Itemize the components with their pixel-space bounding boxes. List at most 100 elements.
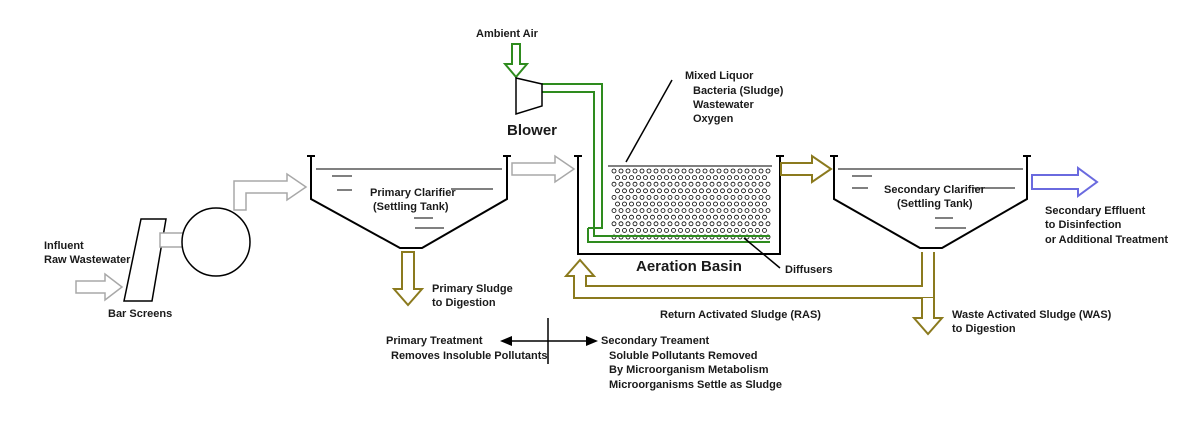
air-bubble	[734, 227, 739, 233]
air-bubble	[653, 194, 659, 200]
air-bubble	[632, 181, 638, 187]
secondary-effluent-label: Secondary Effluent	[1045, 205, 1146, 217]
air-bubble	[660, 221, 666, 227]
air-bubble	[618, 181, 624, 187]
air-bubble	[625, 221, 631, 227]
air-bubble	[706, 201, 711, 207]
ras-label: Return Activated Sludge (RAS)	[660, 309, 821, 321]
air-bubble	[720, 227, 725, 233]
air-bubble	[650, 227, 655, 233]
air-bubble	[730, 208, 736, 214]
air-bubble	[674, 221, 680, 227]
air-bubble	[723, 208, 729, 214]
bacteria-label: Bacteria (Sludge)	[693, 85, 784, 97]
air-bubble	[657, 201, 662, 207]
air-bubble	[762, 175, 767, 181]
air-bubble	[741, 188, 746, 194]
air-bubble	[650, 188, 655, 194]
air-bubble	[709, 221, 715, 227]
air-bubble	[737, 168, 743, 174]
air-bubble	[653, 181, 659, 187]
air-bubble	[744, 221, 750, 227]
air-bubble	[692, 227, 697, 233]
air-bubble	[741, 214, 746, 220]
air-bubble	[699, 201, 704, 207]
air-bubble	[664, 188, 669, 194]
air-bubble	[667, 194, 673, 200]
air-bubble	[629, 175, 634, 181]
ambient-air-label: Ambient Air	[476, 28, 539, 40]
air-bubble	[657, 175, 662, 181]
air-bubble	[730, 181, 736, 187]
air-bubble	[678, 214, 683, 220]
air-bubble	[723, 221, 729, 227]
air-bubble	[611, 208, 617, 214]
secondary-effluent-arrow	[1031, 166, 1099, 198]
air-bubble	[720, 201, 725, 207]
air-bubble	[723, 194, 729, 200]
air-bubble	[730, 221, 736, 227]
air-bubble	[674, 181, 680, 187]
removes-insoluble-label: Removes Insoluble Pollutants	[391, 350, 547, 362]
air-bubble	[639, 221, 645, 227]
aeration-to-secondary-arrow	[780, 154, 833, 184]
air-bubble	[643, 175, 648, 181]
air-bubble	[643, 227, 648, 233]
blower	[515, 77, 543, 116]
air-bubble	[692, 214, 697, 220]
air-bubble	[723, 168, 729, 174]
ras-return-line	[573, 252, 935, 299]
air-bubble	[674, 168, 680, 174]
air-bubble	[622, 214, 627, 220]
air-bubble	[695, 194, 701, 200]
air-bubble	[636, 214, 641, 220]
primary-clarifier-label: Primary Clarifier	[370, 187, 456, 199]
air-bubble	[751, 221, 757, 227]
air-bubble	[615, 201, 620, 207]
air-bubble	[639, 168, 645, 174]
air-bubble	[639, 194, 645, 200]
air-bubble	[748, 214, 753, 220]
air-bubble	[748, 227, 753, 233]
air-bubble	[664, 214, 669, 220]
oxygen-label: Oxygen	[693, 113, 734, 125]
air-bubble	[762, 201, 767, 207]
air-bubble	[622, 201, 627, 207]
air-bubble	[615, 214, 620, 220]
air-bubble	[751, 194, 757, 200]
additional-treatment-label: or Additional Treatment	[1045, 234, 1168, 246]
air-bubble	[699, 214, 704, 220]
air-bubble	[709, 181, 715, 187]
air-bubble	[646, 168, 652, 174]
air-bubble	[632, 208, 638, 214]
air-bubble	[618, 208, 624, 214]
air-bubble	[695, 221, 701, 227]
air-bubble	[737, 221, 743, 227]
air-bubble	[646, 221, 652, 227]
by-metabolism-label: By Microorganism Metabolism	[609, 364, 769, 376]
air-bubble	[702, 221, 708, 227]
settle-sludge-label: Microorganisms Settle as Sludge	[609, 379, 782, 391]
air-bubble	[653, 168, 659, 174]
air-bubble	[727, 227, 732, 233]
diffusers-pointer	[743, 237, 781, 269]
air-bubble	[636, 227, 641, 233]
air-bubble	[758, 194, 764, 200]
treatment-divider	[500, 318, 598, 364]
air-bubble	[730, 194, 736, 200]
air-bubble	[639, 208, 645, 214]
air-bubble	[629, 227, 634, 233]
air-bubble	[636, 188, 641, 194]
air-bubble	[671, 201, 676, 207]
air-bubble	[615, 175, 620, 181]
diffusers-label: Diffusers	[785, 264, 833, 276]
mixed-liquor-label: Mixed Liquor	[685, 70, 754, 82]
air-bubble	[664, 175, 669, 181]
air-bubble	[625, 181, 631, 187]
air-bubble	[720, 188, 725, 194]
air-bubble	[664, 227, 669, 233]
air-bubble	[734, 188, 739, 194]
air-bubble	[629, 214, 634, 220]
air-bubble	[632, 221, 638, 227]
